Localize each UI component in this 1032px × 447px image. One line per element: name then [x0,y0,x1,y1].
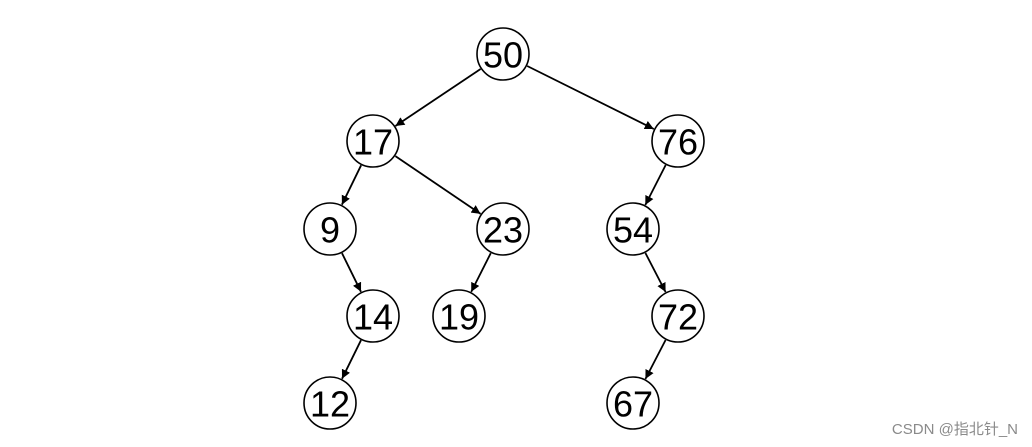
node-circle [606,202,660,256]
node-label: 67 [613,384,653,425]
node-circle [606,376,660,430]
node-label: 50 [483,35,523,76]
nodes-layer: 50 17 76 9 23 54 14 19 72 12 67 [303,27,705,430]
node-circle [303,202,357,256]
edge-76-to-54 [644,164,667,206]
tree-node-17: 17 [346,114,400,168]
edge-54-to-72 [644,252,667,293]
tree-node-76: 76 [651,114,705,168]
node-circle [346,289,400,343]
edges-layer [341,65,667,380]
edge-50-to-17 [394,68,482,127]
node-circle [651,114,705,168]
node-label: 72 [658,297,698,338]
edge-23-to-19 [470,252,492,293]
node-label: 17 [353,122,393,163]
node-label: 12 [310,384,350,425]
node-label: 19 [439,297,479,338]
edge-50-to-76 [526,65,655,130]
node-circle [476,202,530,256]
tree-node-72: 72 [651,289,705,343]
node-label: 9 [320,210,340,251]
edge-17-to-9 [341,164,362,206]
edge-17-to-23 [394,155,482,215]
tree-node-12: 12 [303,376,357,430]
tree-node-9: 9 [303,202,357,256]
tree-node-54: 54 [606,202,660,256]
node-circle [651,289,705,343]
tree-node-67: 67 [606,376,660,430]
tree-node-14: 14 [346,289,400,343]
edge-14-to-12 [341,339,362,380]
node-circle [303,376,357,430]
node-label: 23 [483,210,523,251]
tree-node-50: 50 [476,27,530,81]
node-label: 14 [353,297,393,338]
tree-node-23: 23 [476,202,530,256]
node-circle [432,289,486,343]
watermark-text: CSDN @指北针_N [891,421,1018,438]
edge-72-to-67 [644,339,667,380]
node-label: 54 [613,210,653,251]
node-circle [476,27,530,81]
node-circle [346,114,400,168]
edge-9-to-14 [341,252,362,293]
node-label: 76 [658,122,698,163]
tree-node-19: 19 [432,289,486,343]
